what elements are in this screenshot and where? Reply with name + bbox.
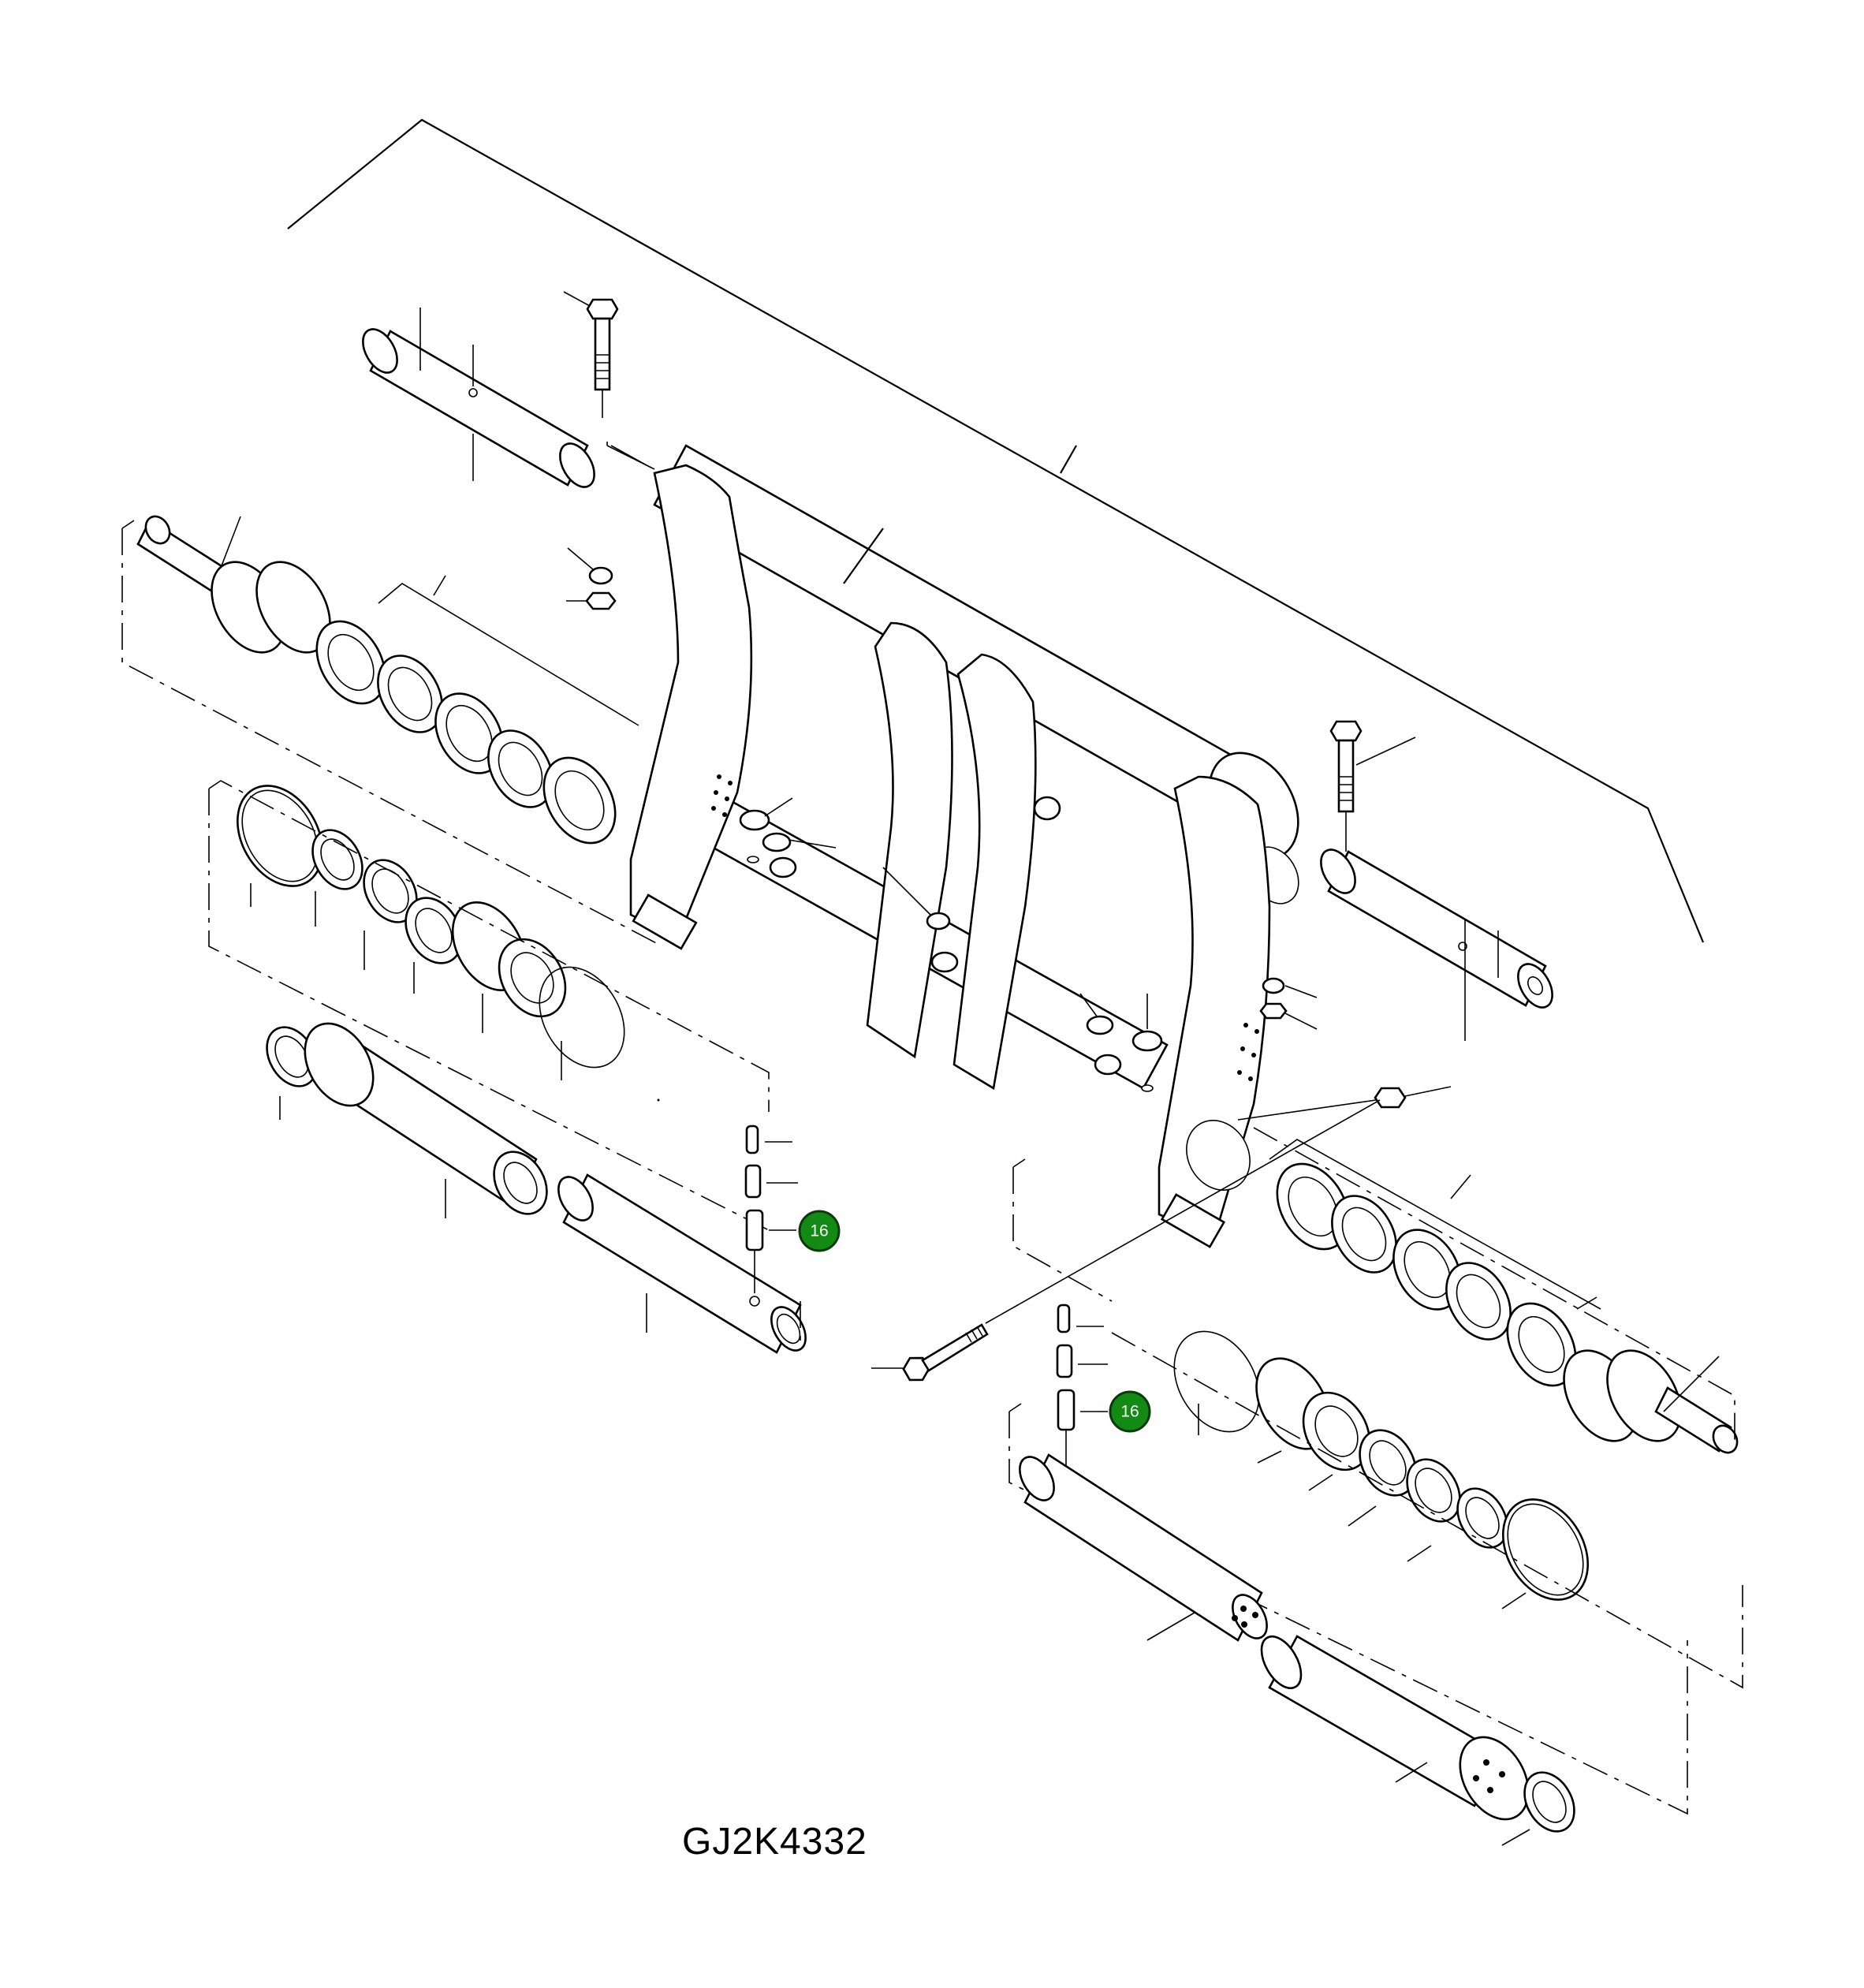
callout-16-left[interactable]: 16 xyxy=(798,1210,841,1252)
top-left-pin xyxy=(362,308,655,488)
nuts-washers xyxy=(566,547,1452,1109)
right-lower-seal-stack xyxy=(1008,1330,1743,1815)
callout-label: 16 xyxy=(1120,1403,1139,1421)
callout-label: 16 xyxy=(810,1222,828,1240)
middle-left-seal-stack xyxy=(208,780,770,1231)
long-bolt-center xyxy=(871,1099,1381,1382)
diagram-reference-code: GJ2K4332 xyxy=(682,1821,867,1863)
upper-left-shaft-seal-stack xyxy=(121,515,663,947)
callout-16-right[interactable]: 16 xyxy=(1109,1390,1151,1433)
top-bolt-left xyxy=(563,291,619,418)
right-upper-seal-stack xyxy=(1012,1127,1739,1454)
assembly-bracket-line xyxy=(287,118,1705,943)
beam-leader-lines xyxy=(610,445,1377,1121)
top-bolt-right xyxy=(1329,720,1416,852)
right-pin xyxy=(1320,849,1553,1041)
lower-right-tube-shaft xyxy=(1019,1453,1575,1846)
main-rocker-beam xyxy=(629,444,1299,1248)
lower-left-shaft-tube xyxy=(266,1022,807,1354)
grease-fittings xyxy=(739,796,1163,1092)
spring-pin-left xyxy=(744,1125,798,1293)
arm-holes xyxy=(711,774,1259,1081)
spring-pin-right xyxy=(1056,1304,1108,1479)
